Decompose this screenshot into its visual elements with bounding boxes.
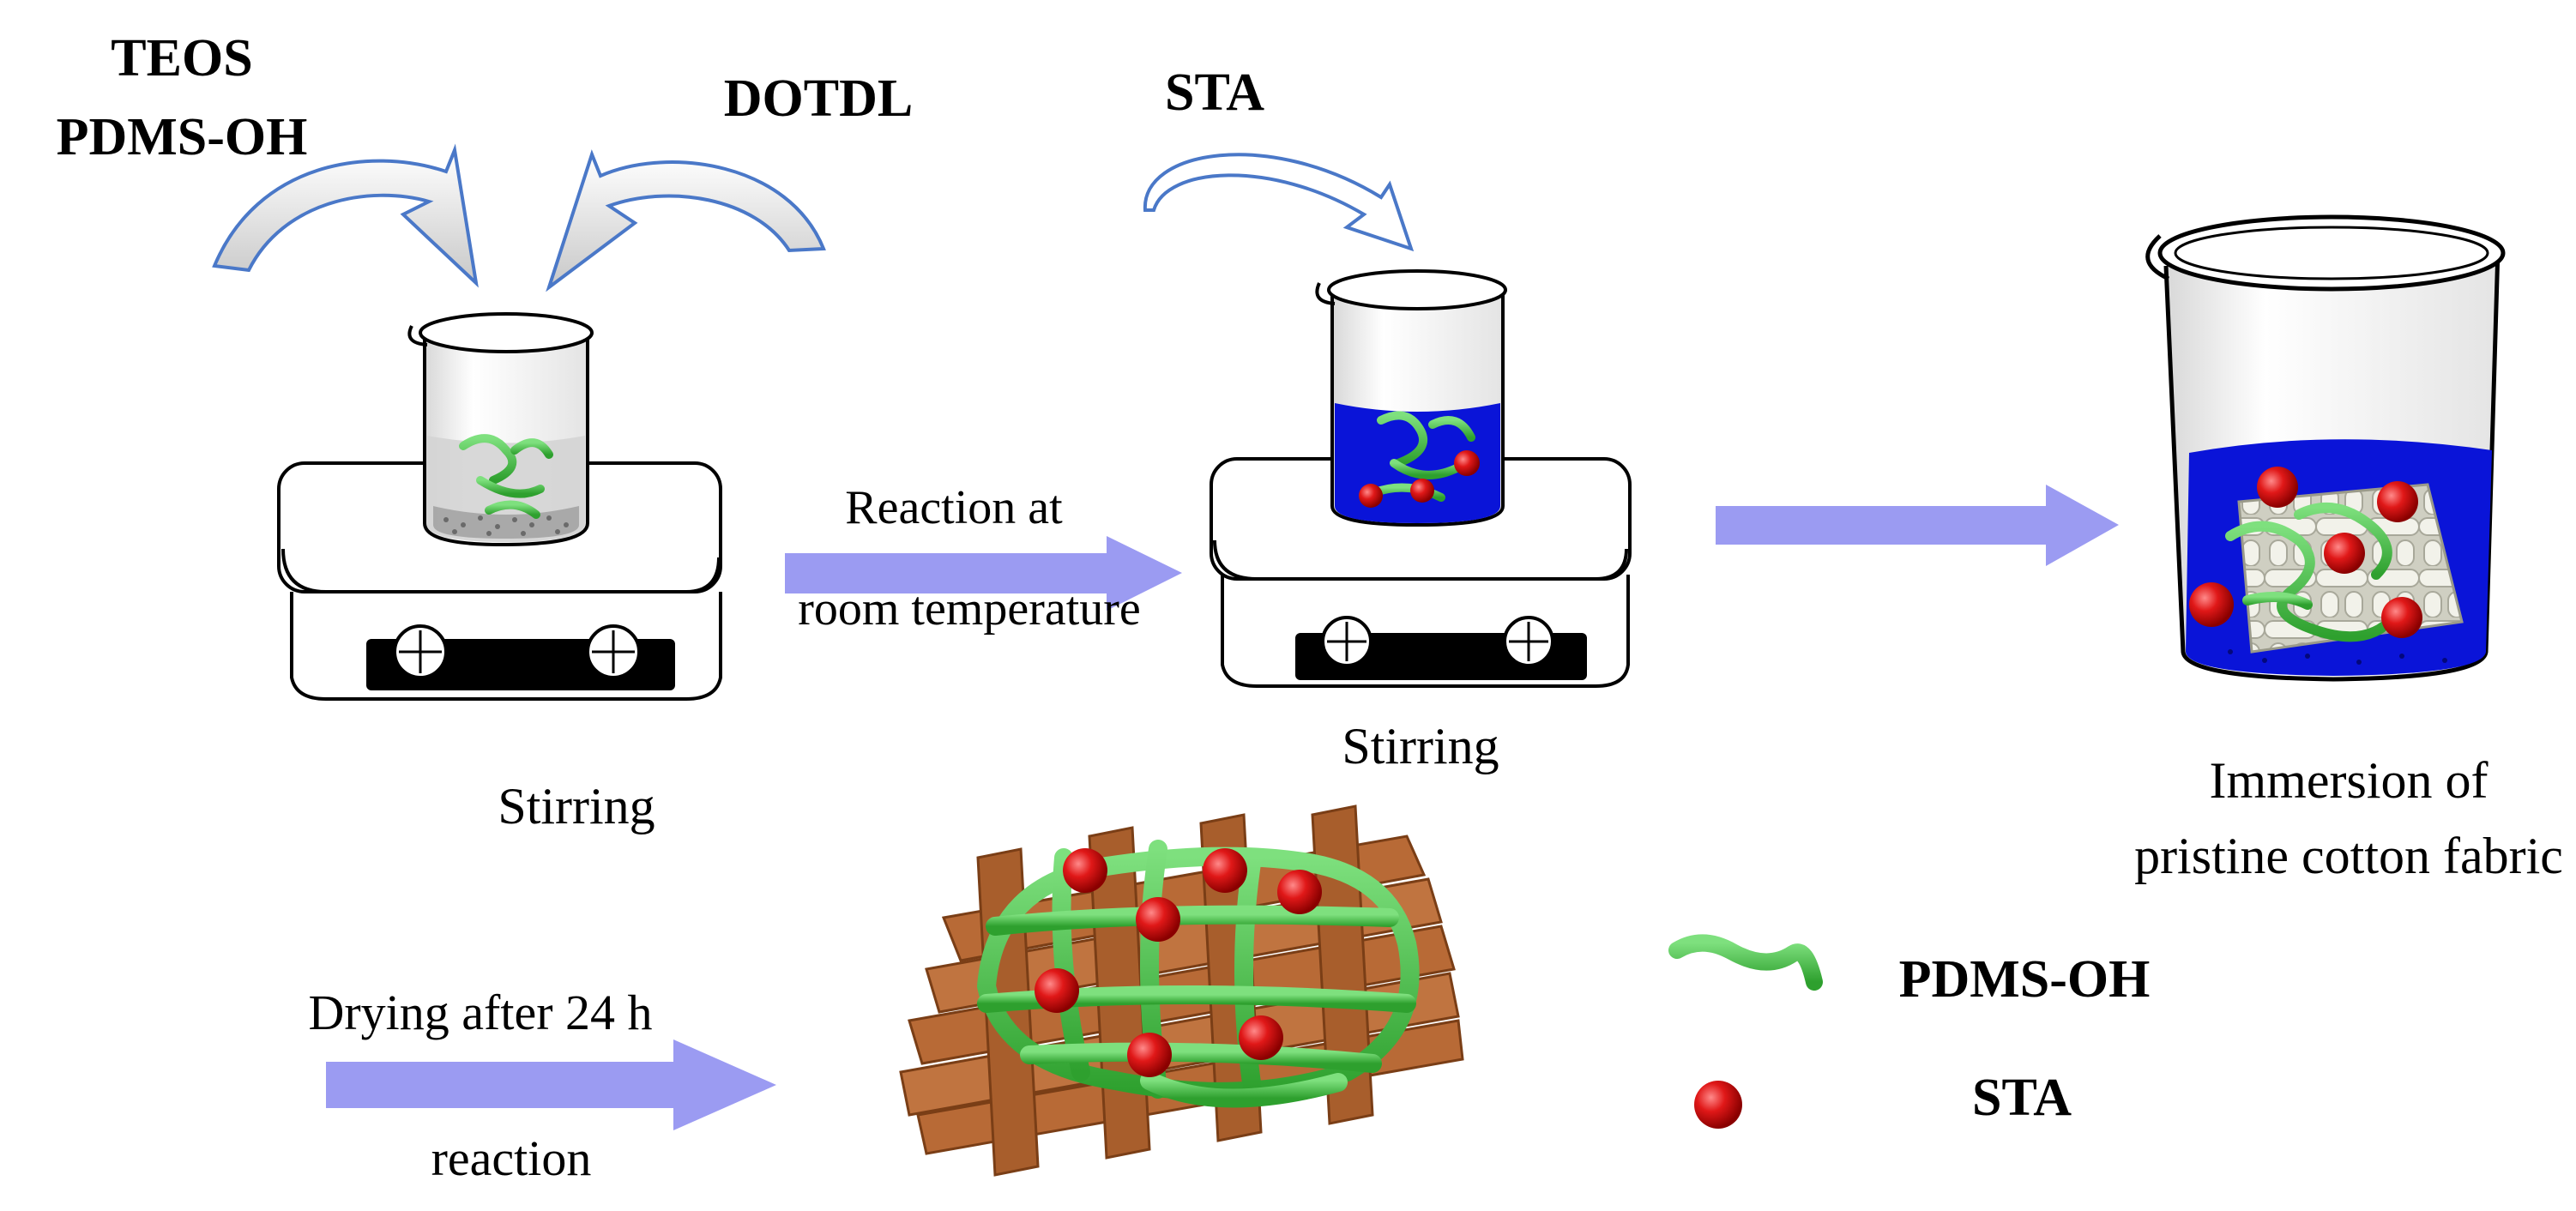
legend-sta-label: STA bbox=[1972, 1069, 2072, 1127]
reagent-pdms-label: PDMS-OH bbox=[57, 108, 308, 166]
step-stirring-1-label: Stirring bbox=[498, 778, 655, 834]
beaker-2 bbox=[1315, 269, 1507, 527]
sta-particle-icon bbox=[1063, 848, 1107, 893]
sta-particle-icon bbox=[1127, 1033, 1172, 1077]
knob-icon bbox=[1503, 616, 1554, 667]
sta-particle-icon bbox=[1239, 1015, 1283, 1060]
process-arrow-1 bbox=[785, 536, 1182, 611]
process-arrow-2 bbox=[1716, 485, 2119, 566]
legend-pdms-icon bbox=[1668, 934, 1823, 991]
legend-sta-icon bbox=[1694, 1081, 1742, 1129]
sta-particle-icon bbox=[1410, 479, 1434, 503]
step-drying-line2: reaction bbox=[431, 1130, 592, 1186]
step-immersion-line2: pristine cotton fabric bbox=[2134, 828, 2563, 884]
step-drying-line1: Drying after 24 h bbox=[308, 985, 652, 1040]
sta-particle-icon bbox=[1203, 848, 1247, 893]
sta-particle-icon bbox=[2381, 597, 2422, 638]
reagent-sta-label: STA bbox=[1165, 63, 1264, 122]
step-reaction-line1: Reaction at bbox=[845, 481, 1063, 534]
sta-particle-icon bbox=[1035, 968, 1079, 1013]
step-immersion-line1: Immersion of bbox=[2210, 752, 2489, 809]
beaker-immersion bbox=[2145, 214, 2506, 682]
knob-icon bbox=[393, 624, 448, 679]
sta-particle-icon bbox=[1277, 870, 1322, 914]
beaker-1 bbox=[407, 312, 594, 547]
sta-particle-icon bbox=[2257, 467, 2298, 508]
curved-arrow-teos bbox=[212, 143, 479, 288]
curved-arrow-dotdl bbox=[546, 149, 826, 292]
sta-particle-icon bbox=[2189, 582, 2234, 627]
reagent-teos-label: TEOS bbox=[111, 29, 252, 87]
sta-particle-icon bbox=[2377, 481, 2418, 522]
legend-pdms-label: PDMS-OH bbox=[1899, 950, 2151, 1009]
pdms-chain-icon bbox=[459, 434, 553, 519]
legend: PDMS-OH STA bbox=[1668, 934, 2151, 1129]
step-reaction-line2: room temperature bbox=[798, 582, 1141, 636]
knob-icon bbox=[586, 624, 641, 679]
curved-arrow-sta bbox=[1143, 153, 1415, 252]
reagent-dotdl-label: DOTDL bbox=[724, 69, 913, 128]
sta-particle-icon bbox=[2324, 533, 2365, 574]
sta-particle-icon bbox=[1359, 484, 1383, 508]
pdms-chain-icon bbox=[2225, 503, 2398, 642]
step-stirring-2-label: Stirring bbox=[1342, 718, 1499, 774]
sta-particle-icon bbox=[1136, 897, 1180, 942]
process-arrow-3 bbox=[326, 1039, 776, 1130]
treated-cotton-fabric bbox=[899, 804, 1464, 1177]
sta-particle-icon bbox=[1454, 450, 1480, 476]
knob-icon bbox=[1321, 616, 1372, 667]
